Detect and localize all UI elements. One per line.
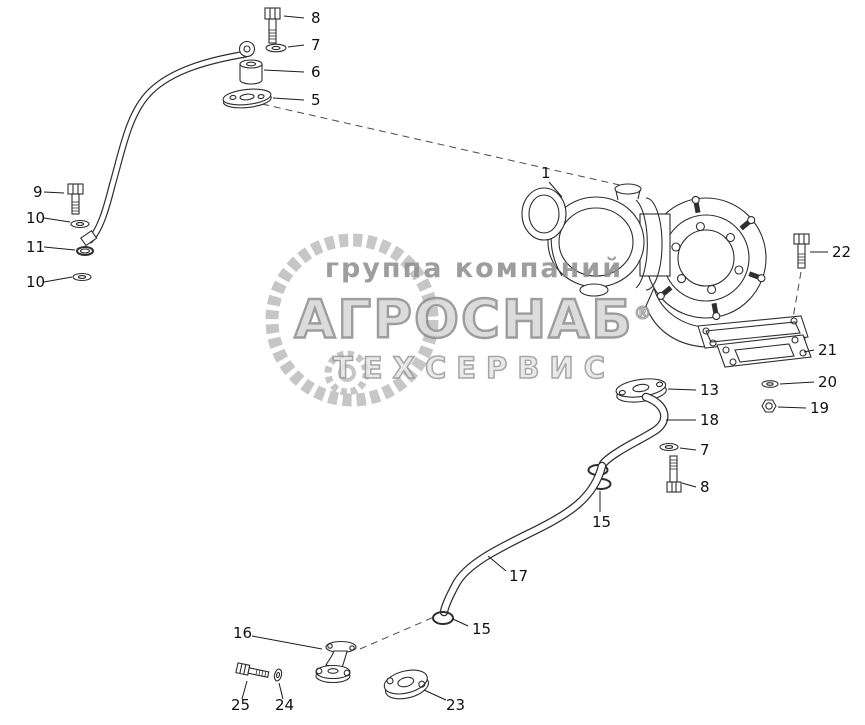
callout-23: 23 bbox=[446, 696, 465, 714]
watermark-wreath-icon bbox=[265, 233, 439, 407]
part-oring-lower bbox=[432, 611, 454, 625]
part-drain-elbow bbox=[598, 392, 669, 469]
part-oil-supply-tube bbox=[80, 40, 256, 247]
callout-5: 5 bbox=[311, 91, 321, 109]
part-washer-lower bbox=[273, 668, 283, 682]
callout-19: 19 bbox=[810, 399, 829, 417]
part-washer-elbow bbox=[659, 442, 679, 452]
part-turbocharger bbox=[521, 183, 809, 349]
callout-7-lower: 7 bbox=[700, 441, 710, 459]
part-flange-lower bbox=[383, 669, 430, 700]
part-bolt-left bbox=[67, 183, 84, 215]
callout-8-lower: 8 bbox=[700, 478, 710, 496]
callout-6: 6 bbox=[311, 63, 321, 81]
part-bolt-lower bbox=[235, 662, 270, 678]
part-bolt-elbow bbox=[666, 455, 682, 493]
callout-13: 13 bbox=[700, 381, 719, 399]
part-exhaust-gasket bbox=[716, 334, 812, 368]
part-lower-fitting bbox=[315, 640, 357, 684]
callout-18: 18 bbox=[700, 411, 719, 429]
part-washer-left-upper bbox=[70, 219, 90, 229]
part-washer-right bbox=[761, 380, 779, 388]
callout-8-top: 8 bbox=[311, 9, 321, 27]
callout-7-top: 7 bbox=[311, 36, 321, 54]
part-washer-left-lower bbox=[72, 272, 92, 282]
callout-21: 21 bbox=[818, 341, 837, 359]
part-union-spacer bbox=[239, 59, 263, 85]
assembly-dashed-lines bbox=[261, 103, 802, 650]
callout-16: 16 bbox=[233, 624, 252, 642]
callout-15-lower: 15 bbox=[472, 620, 491, 638]
part-bolt-top bbox=[264, 7, 281, 44]
callout-15-upper: 15 bbox=[592, 513, 611, 531]
callout-labels: 8 7 6 5 9 10 11 10 1 22 21 20 19 13 18 7… bbox=[26, 9, 851, 714]
callout-24: 24 bbox=[275, 696, 294, 714]
callout-25: 25 bbox=[231, 696, 250, 714]
part-drain-pipe bbox=[439, 461, 607, 617]
part-gasket-top bbox=[222, 88, 272, 109]
callout-11: 11 bbox=[26, 238, 45, 256]
part-bolt-right bbox=[793, 233, 810, 269]
callout-17: 17 bbox=[509, 567, 528, 585]
part-washer-top bbox=[265, 43, 287, 53]
part-sealing-ring-left bbox=[76, 246, 94, 256]
callout-10-lower: 10 bbox=[26, 273, 45, 291]
part-nut bbox=[761, 399, 777, 413]
callout-22: 22 bbox=[832, 243, 851, 261]
callout-1: 1 bbox=[541, 164, 551, 182]
callout-20: 20 bbox=[818, 373, 837, 391]
callout-9: 9 bbox=[33, 183, 43, 201]
leader-lines bbox=[43, 15, 828, 701]
callout-10-upper: 10 bbox=[26, 209, 45, 227]
